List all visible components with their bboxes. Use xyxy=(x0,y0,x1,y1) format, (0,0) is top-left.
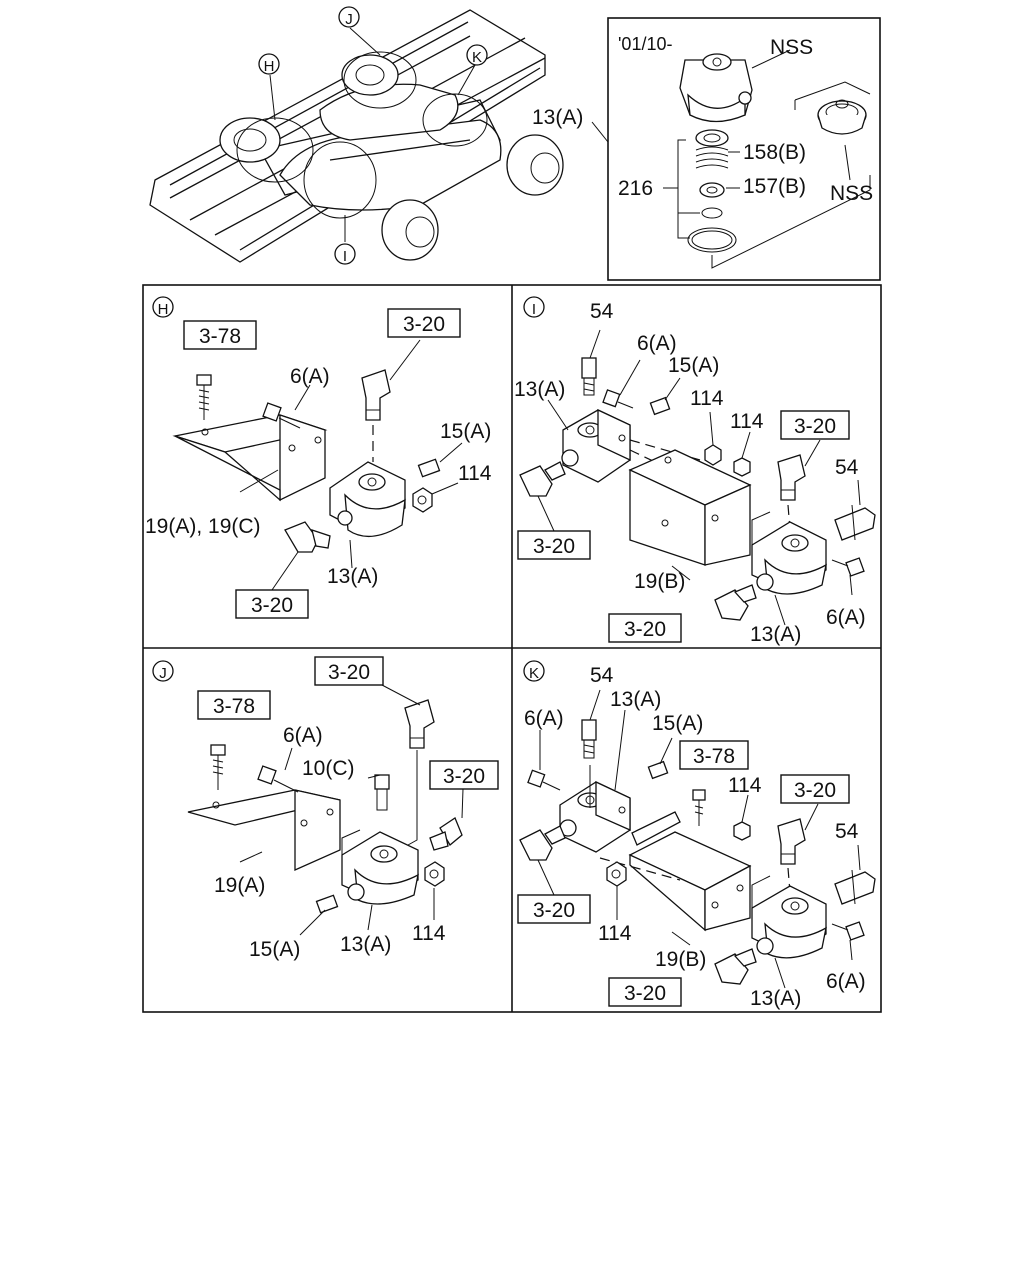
panel-k: K 3-78 3-20 3-20 3-20 xyxy=(517,660,876,1010)
panel-h-label-114: 114 xyxy=(458,462,492,485)
panel-j-ref-3-78[interactable] xyxy=(197,690,271,720)
panel-h-letter: H xyxy=(158,301,169,318)
panel-h-ref-3-78-label: 3-78 xyxy=(199,325,241,348)
callout-h-letter: H xyxy=(264,58,275,75)
panel-i-label-13a-top: 13(A) xyxy=(514,378,565,401)
panel-k-ref-3-20-bottom-label: 3-20 xyxy=(624,982,666,1005)
panel-j-label-6a: 6(A) xyxy=(283,724,323,747)
panel-i-label-54-top: 54 xyxy=(590,300,614,323)
panel-k-letter: K xyxy=(529,665,539,682)
inset-detail: '01/10- NSS 158(B) 157(B) xyxy=(532,17,881,281)
panel-k-label-13a-bottom: 13(A) xyxy=(750,987,801,1010)
inset-label-nss-right: NSS xyxy=(830,182,873,205)
panel-j-label-19a: 19(A) xyxy=(214,874,265,897)
panel-j-label-15a: 15(A) xyxy=(249,938,300,961)
callout-h-circle xyxy=(258,53,280,75)
panel-k-label-114-top: 114 xyxy=(728,774,762,797)
panel-i-ref-3-20-left-label: 3-20 xyxy=(533,535,575,558)
panel-h-ref-3-20-top-label: 3-20 xyxy=(403,313,445,336)
panel-j-label-114: 114 xyxy=(412,922,446,945)
panel-h-ref-3-20-bottom[interactable] xyxy=(235,589,309,619)
inset-label-13a: 13(A) xyxy=(532,106,583,129)
callout-i-circle xyxy=(334,243,356,265)
panel-i-label-6a-bottom: 6(A) xyxy=(826,606,866,629)
panel-i-ref-3-20-left[interactable] xyxy=(517,530,591,560)
panel-k-ref-3-20-right-label: 3-20 xyxy=(794,779,836,802)
panel-i-label-114-a: 114 xyxy=(690,387,724,410)
panel-k-ref-3-78[interactable] xyxy=(679,740,749,770)
panel-i-label-54-right: 54 xyxy=(835,456,859,479)
panel-k-label-15a: 15(A) xyxy=(652,712,703,735)
panel-k-label-114-left: 114 xyxy=(598,922,632,945)
panel-k-label-6a-bottom: 6(A) xyxy=(826,970,866,993)
panel-h-ref-3-20-bottom-label: 3-20 xyxy=(251,594,293,617)
callout-j-letter: J xyxy=(345,11,353,28)
panel-h: H 3-78 3-20 3-20 xyxy=(145,296,492,619)
panel-i-label-19b: 19(B) xyxy=(634,570,685,593)
panel-i-label-114-b: 114 xyxy=(730,410,764,433)
chassis-overview: H J K I xyxy=(149,6,564,265)
panel-k-label-13a-top: 13(A) xyxy=(610,688,661,711)
inset-date-code: '01/10- xyxy=(618,34,672,54)
callout-k-circle xyxy=(466,44,488,66)
callout-i-letter: I xyxy=(343,248,347,265)
panel-i-ref-3-20-right[interactable] xyxy=(780,410,850,440)
panel-j-ref-3-20-right-label: 3-20 xyxy=(443,765,485,788)
panel-k-label-19b: 19(B) xyxy=(655,948,706,971)
panel-h-label-13a: 13(A) xyxy=(327,565,378,588)
panel-j-ref-3-20-top-label: 3-20 xyxy=(328,661,370,684)
panel-i-label-6a-top: 6(A) xyxy=(637,332,677,355)
panel-h-ref-3-78[interactable] xyxy=(183,320,257,350)
callout-k-letter: K xyxy=(472,49,482,66)
panel-i-ref-3-20-bottom-label: 3-20 xyxy=(624,618,666,641)
panel-j: J 3-78 3-20 3-20 xyxy=(152,656,499,961)
panel-h-label-6a: 6(A) xyxy=(290,365,330,388)
panel-k-ref-3-20-left-label: 3-20 xyxy=(533,899,575,922)
panel-k-ref-3-78-label: 3-78 xyxy=(693,745,735,768)
panel-j-letter: J xyxy=(159,665,167,682)
panel-h-ref-3-20-top[interactable] xyxy=(387,308,461,338)
panel-i: I 3-20 3-20 3-20 xyxy=(514,296,876,646)
panel-h-label-15a: 15(A) xyxy=(440,420,491,443)
inset-label-216: 216 xyxy=(618,177,653,200)
panel-j-label-10c: 10(C) xyxy=(302,757,355,780)
inset-label-157: 157(B) xyxy=(743,175,806,198)
panel-i-label-15a: 15(A) xyxy=(668,354,719,377)
inset-label-158: 158(B) xyxy=(743,141,806,164)
panel-k-label-54-top: 54 xyxy=(590,664,614,687)
panel-h-label-19: 19(A), 19(C) xyxy=(145,515,261,538)
callout-j-circle xyxy=(338,6,360,28)
panel-i-letter: I xyxy=(532,301,536,318)
inset-label-nss-top: NSS xyxy=(770,36,813,59)
panel-i-ref-3-20-bottom[interactable] xyxy=(608,613,682,643)
panel-j-label-13a: 13(A) xyxy=(340,933,391,956)
panel-k-label-54-right: 54 xyxy=(835,820,859,843)
panel-k-ref-3-20-left[interactable] xyxy=(517,894,591,924)
panel-grid xyxy=(142,284,882,1013)
panel-k-ref-3-20-bottom[interactable] xyxy=(608,977,682,1007)
panel-k-label-6a-top: 6(A) xyxy=(524,707,564,730)
panel-i-ref-3-20-right-label: 3-20 xyxy=(794,415,836,438)
panel-j-ref-3-20-right[interactable] xyxy=(429,760,499,790)
panel-i-label-13a-bottom: 13(A) xyxy=(750,623,801,646)
panel-k-ref-3-20-right[interactable] xyxy=(780,774,850,804)
panel-j-ref-3-20-top[interactable] xyxy=(314,656,384,686)
panel-j-ref-3-78-label: 3-78 xyxy=(213,695,255,718)
